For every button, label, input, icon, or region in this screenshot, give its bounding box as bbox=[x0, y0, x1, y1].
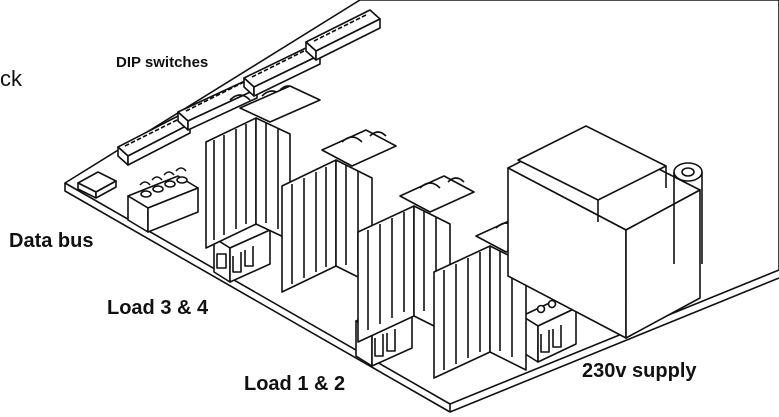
transformer bbox=[507, 125, 703, 339]
dip-switch-bank-3 bbox=[243, 45, 321, 97]
small-chip bbox=[77, 171, 117, 199]
label-data-bus: Data bus bbox=[9, 230, 94, 252]
label-load-1-2: Load 1 & 2 bbox=[244, 373, 346, 395]
dip-switch-bank-2 bbox=[177, 79, 258, 131]
label-dip-switches: DIP switches bbox=[116, 54, 209, 71]
label-230v-supply: 230v supply bbox=[582, 360, 697, 382]
data-bus-terminal bbox=[127, 167, 199, 233]
dip-switch-bank-4 bbox=[305, 9, 381, 61]
label-load-3-4: Load 3 & 4 bbox=[107, 297, 209, 319]
cut-off-text: ck bbox=[0, 66, 22, 91]
